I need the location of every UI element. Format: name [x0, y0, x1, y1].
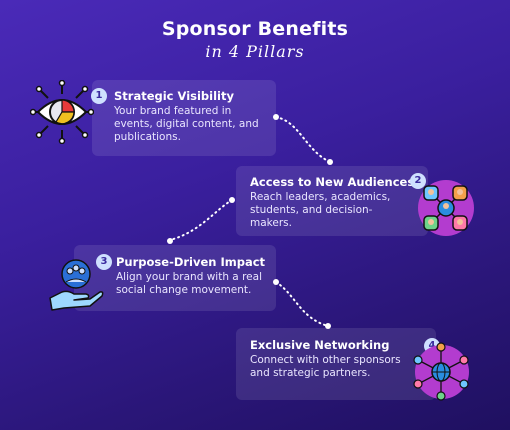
pillar-card-4: Exclusive Networking Connect with other … — [236, 328, 436, 400]
pillar-heading: Strategic Visibility — [114, 89, 234, 103]
connector-dot — [325, 323, 331, 329]
pillar-heading: Purpose-Driven Impact — [116, 255, 266, 269]
connector-1-2 — [275, 116, 331, 163]
pillar-number-badge: 3 — [96, 254, 112, 270]
connector-2-3 — [169, 199, 233, 241]
pillar-heading: Exclusive Networking — [250, 338, 390, 352]
pillar-number-badge: 2 — [410, 173, 426, 189]
connector-dot — [273, 114, 279, 120]
pillar-number-badge: 1 — [91, 88, 107, 104]
pillar-card-2: Access to New Audiences Reach leaders, a… — [236, 166, 428, 236]
page-subtitle: in 4 Pillars — [205, 42, 305, 61]
connector-dot — [327, 159, 333, 165]
pillar-body: Align your brand with a real social chan… — [116, 271, 262, 296]
pillar-body: Your brand featured in events, digital c… — [114, 105, 259, 143]
connector-dot — [229, 197, 235, 203]
pillar-card-1: Strategic Visibility Your brand featured… — [92, 80, 276, 156]
pillar-body: Connect with other sponsors and strategi… — [250, 354, 401, 379]
globe-network-icon — [408, 338, 472, 402]
hand-community-icon — [46, 254, 106, 314]
connector-dot — [167, 238, 173, 244]
people-network-icon — [412, 176, 476, 240]
pillar-body: Reach leaders, academics, students, and … — [250, 191, 391, 229]
eye-target-icon — [29, 79, 95, 145]
connector-dot — [273, 279, 279, 285]
connector-3-4 — [275, 281, 329, 327]
page-title: Sponsor Benefits — [161, 18, 349, 40]
pillar-heading: Access to New Audiences — [250, 175, 415, 189]
